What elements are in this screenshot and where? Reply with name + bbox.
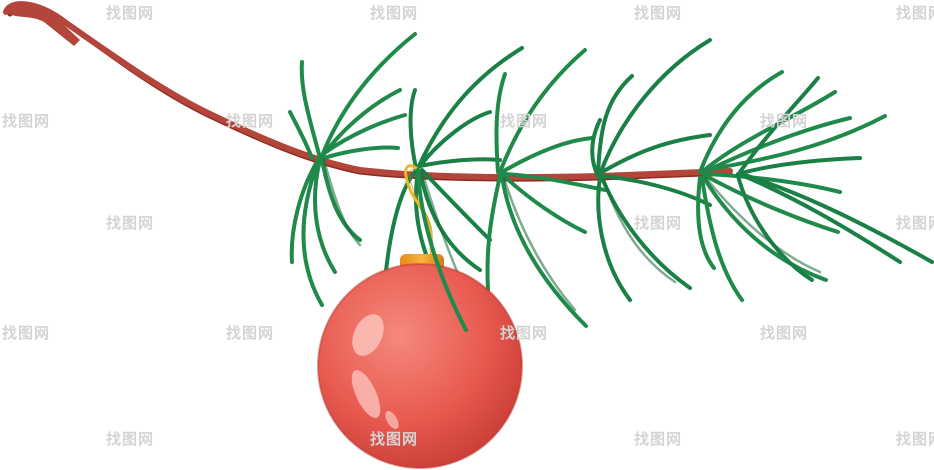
red-christmas-ornament xyxy=(317,254,523,469)
front-needle xyxy=(416,168,468,332)
branch-stem xyxy=(3,1,733,182)
ornament-highlight xyxy=(352,314,384,356)
ornament-hook xyxy=(404,164,435,263)
ornament-ball xyxy=(318,264,522,468)
